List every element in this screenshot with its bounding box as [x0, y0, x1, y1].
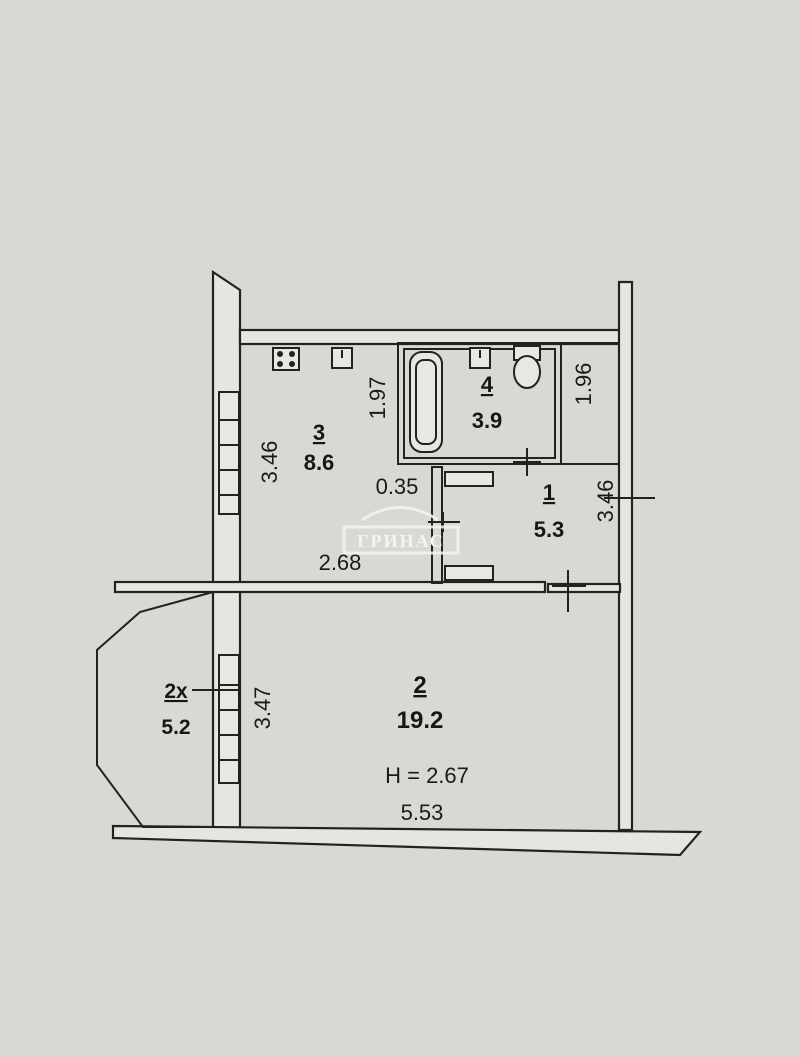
- toilet-icon: [513, 355, 541, 389]
- mid-wall: [113, 580, 547, 594]
- stove-icon: [272, 347, 300, 371]
- ceiling-height: H = 2.67: [385, 763, 469, 788]
- dim-kitchen-height: 3.46: [257, 441, 282, 484]
- room-labels: 3 8.6 4 3.9 1 5.3 2 19.2 2x 5.2: [161, 372, 564, 739]
- radiator-top-icon: [444, 471, 494, 487]
- radiator-bottom-icon: [444, 565, 494, 581]
- kitchen-window: [218, 391, 240, 515]
- mid-wall-right: [546, 582, 622, 594]
- windows: [218, 391, 240, 784]
- dim-partition: 0.35: [376, 474, 419, 499]
- room-3-id: 3: [313, 420, 325, 445]
- dim-living-height: 3.47: [250, 687, 275, 730]
- hall-partition: [431, 466, 443, 584]
- balcony-outline: [96, 590, 214, 828]
- right-exterior-wall: [617, 280, 634, 832]
- dimension-labels: 3.46 1.97 2.68 0.35 1.96 3.46 3.47 5.53 …: [250, 363, 618, 825]
- living-window: [218, 654, 240, 784]
- room-1-area: 5.3: [534, 517, 565, 542]
- room-2-area: 19.2: [397, 707, 444, 734]
- room-1-id: 1: [543, 480, 555, 505]
- room-2x-id: 2x: [164, 680, 188, 703]
- watermark-box: [342, 525, 460, 555]
- top-wall: [238, 328, 630, 346]
- watermark-text: ГРИНАС: [357, 531, 445, 551]
- dimension-ticks: [428, 448, 655, 612]
- dim-hall-height: 3.46: [593, 480, 618, 523]
- fixtures: [272, 345, 541, 581]
- room-4-id: 4: [481, 372, 494, 397]
- watermark-arc: [361, 506, 439, 522]
- hall-right-block: [560, 342, 620, 465]
- dim-bath-depth: 1.96: [571, 363, 596, 406]
- bathtub-icon: [409, 351, 443, 453]
- room-2-id: 2: [413, 672, 426, 699]
- dim-kitchen-depth: 1.97: [365, 377, 390, 420]
- watermark: ГРИНАС: [342, 506, 460, 555]
- room-4-area: 3.9: [472, 408, 503, 433]
- room-3-area: 8.6: [304, 450, 335, 475]
- dim-living-width: 5.53: [401, 800, 444, 825]
- room-2x-area: 5.2: [161, 716, 190, 739]
- bottom-wall: [111, 824, 703, 857]
